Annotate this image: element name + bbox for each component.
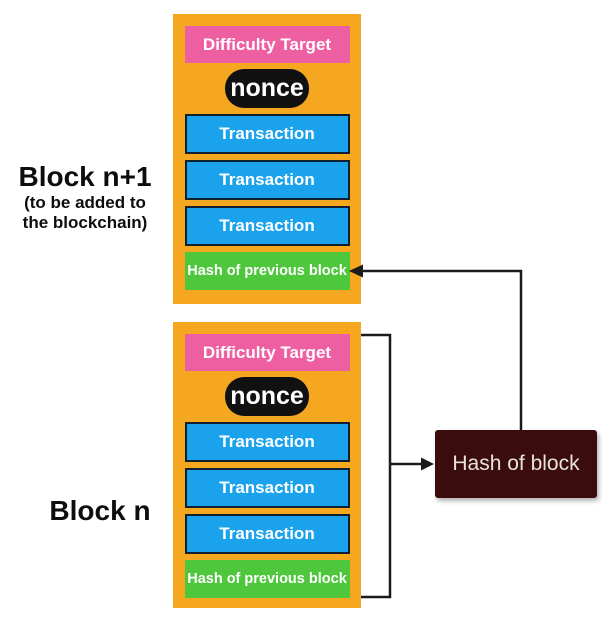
hash-of-previous-block-box: Hash of previous block: [184, 252, 350, 290]
hash-of-block-box: Hash of block: [435, 430, 597, 498]
transaction-box: Transaction: [184, 468, 350, 508]
block-n-plus-1-subtitle-line2: the blockchain): [22, 213, 148, 232]
block-n-plus-1-label: Block n+1 (to be added to the blockchain…: [0, 161, 170, 233]
block-n: Difficulty Target nonce Transaction Tran…: [173, 322, 361, 608]
arrow-hash-to-previous-block: [349, 264, 523, 430]
difficulty-target-box: Difficulty Target: [184, 334, 350, 371]
transaction-box: Transaction: [184, 514, 350, 554]
nonce-box: nonce: [225, 377, 309, 416]
nonce-box: nonce: [225, 69, 309, 108]
transaction-box: Transaction: [184, 114, 350, 154]
block-n-plus-1-subtitle-line1: (to be added to: [24, 193, 146, 212]
hash-of-previous-block-box: Hash of previous block: [184, 560, 350, 598]
block-n-label: Block n: [49, 495, 151, 526]
transaction-box: Transaction: [184, 160, 350, 200]
transaction-box: Transaction: [184, 422, 350, 462]
block-n-plus-1: Difficulty Target nonce Transaction Tran…: [173, 14, 361, 304]
block-n-plus-1-title: Block n+1: [18, 161, 152, 192]
transaction-box: Transaction: [184, 206, 350, 246]
arrow-block-n-to-hash: [390, 457, 434, 471]
difficulty-target-box: Difficulty Target: [184, 26, 350, 63]
block-n-bracket: [361, 333, 392, 599]
